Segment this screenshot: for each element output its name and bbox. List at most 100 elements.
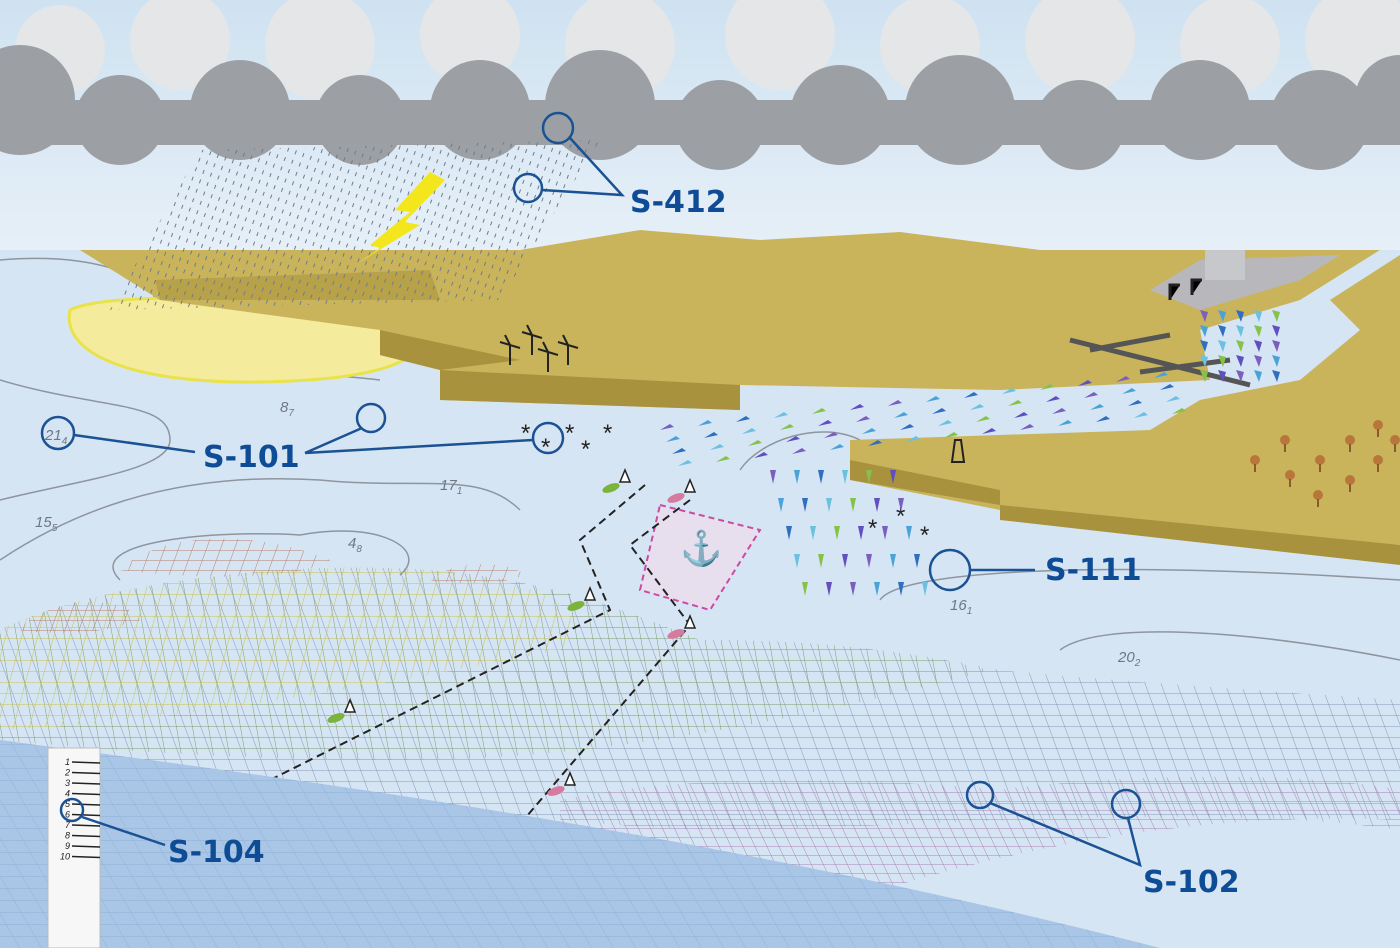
current-arrow [1200,325,1208,337]
current-arrow [1084,392,1098,398]
rock-symbol: * [603,420,612,447]
current-arrow [938,420,952,426]
bridge [1069,332,1251,388]
buoy-icon [683,614,697,629]
current-arrow [1272,325,1280,337]
current-arrow [1200,370,1208,382]
port-city [1150,255,1340,310]
gauge-number: 5 [65,799,71,809]
gauge-number: 6 [65,810,70,820]
current-arrow [1236,370,1244,382]
rock-symbol: * [868,515,877,542]
current-arrow [898,498,904,512]
callout-lines [40,111,1142,868]
current-arrow [1272,310,1280,322]
current-arrow [826,498,832,512]
current-arrow [1078,380,1092,386]
current-arrow [824,432,838,438]
current-arrow [786,526,792,540]
rocks-icon: ******** [521,420,929,549]
current-arrow [1122,388,1136,394]
current-arrow [982,428,996,434]
rock-symbol: * [896,503,905,530]
current-arrow [1236,325,1244,337]
current-arrow [794,554,800,568]
current-arrow [842,470,848,484]
anchorage-area [638,503,762,612]
current-arrow [894,412,908,418]
label-s104: S-104 [168,835,265,870]
current-arrow [1236,355,1244,367]
current-arrow [1134,412,1148,418]
label-s101: S-101 [203,440,300,475]
label-s412: S-412 [630,185,727,220]
current-arrow [964,392,978,398]
current-arrow [850,498,856,512]
label-s102: S-102 [1143,865,1240,900]
current-arrow [1218,325,1226,337]
rock-symbol: * [521,420,530,447]
current-arrow [704,432,718,438]
current-arrow [898,582,904,596]
current-arrow [818,554,824,568]
current-arrow [818,470,824,484]
gauge-number: 10 [60,852,70,862]
tree-icon [1250,455,1260,465]
gauge-number: 1 [65,757,70,767]
current-arrow [926,396,940,402]
current-arrow [710,444,724,450]
gauge-tick [71,834,101,838]
current-arrow [770,470,776,484]
current-arrow [882,526,888,540]
current-arrow [678,460,692,466]
current-arrow [1008,400,1022,406]
buoy-icon [683,478,697,493]
current-arrow [868,440,882,446]
gauge-tick [71,803,101,806]
current-arrow [922,582,928,596]
current-arrow [742,428,756,434]
current-arrow [850,404,864,410]
current-arrow [1172,408,1186,414]
current-arrow [810,526,816,540]
current-arrow [906,526,912,540]
current-arrow [914,554,920,568]
current-arrow [1096,416,1110,422]
gauge-number: 7 [65,820,71,830]
tree-icon [1345,435,1355,445]
buoy-icon [343,698,357,713]
wind-turbines-icon [499,324,579,372]
current-arrow [890,470,896,484]
current-arrow [736,416,750,422]
current-arrow [1200,340,1208,352]
current-arrow [754,452,768,458]
current-arrow [802,582,808,596]
buoys-icon [327,468,697,796]
current-arrow [1254,370,1262,382]
current-arrow [1116,376,1130,382]
current-arrow [874,498,880,512]
gauge-number: 8 [65,831,70,841]
gauge-tick [71,771,101,775]
buoy-icon [583,586,597,601]
current-arrow [818,420,832,426]
rock-symbol: * [565,420,574,447]
current-arrow [888,400,902,406]
current-arrow [786,436,800,442]
tree-icon [1373,420,1383,430]
current-arrow [1254,355,1262,367]
current-arrow [792,448,806,454]
gauge-number: 4 [65,789,70,799]
current-arrow [1218,370,1226,382]
tree-icon [1280,435,1290,445]
gauge-tick [71,782,101,785]
current-arrow [716,456,730,462]
current-arrow [826,582,832,596]
current-arrow [1254,310,1262,322]
gauge-number: 9 [65,841,70,851]
current-arrow [812,408,826,414]
current-arrow [830,444,844,450]
current-arrow [856,416,870,422]
